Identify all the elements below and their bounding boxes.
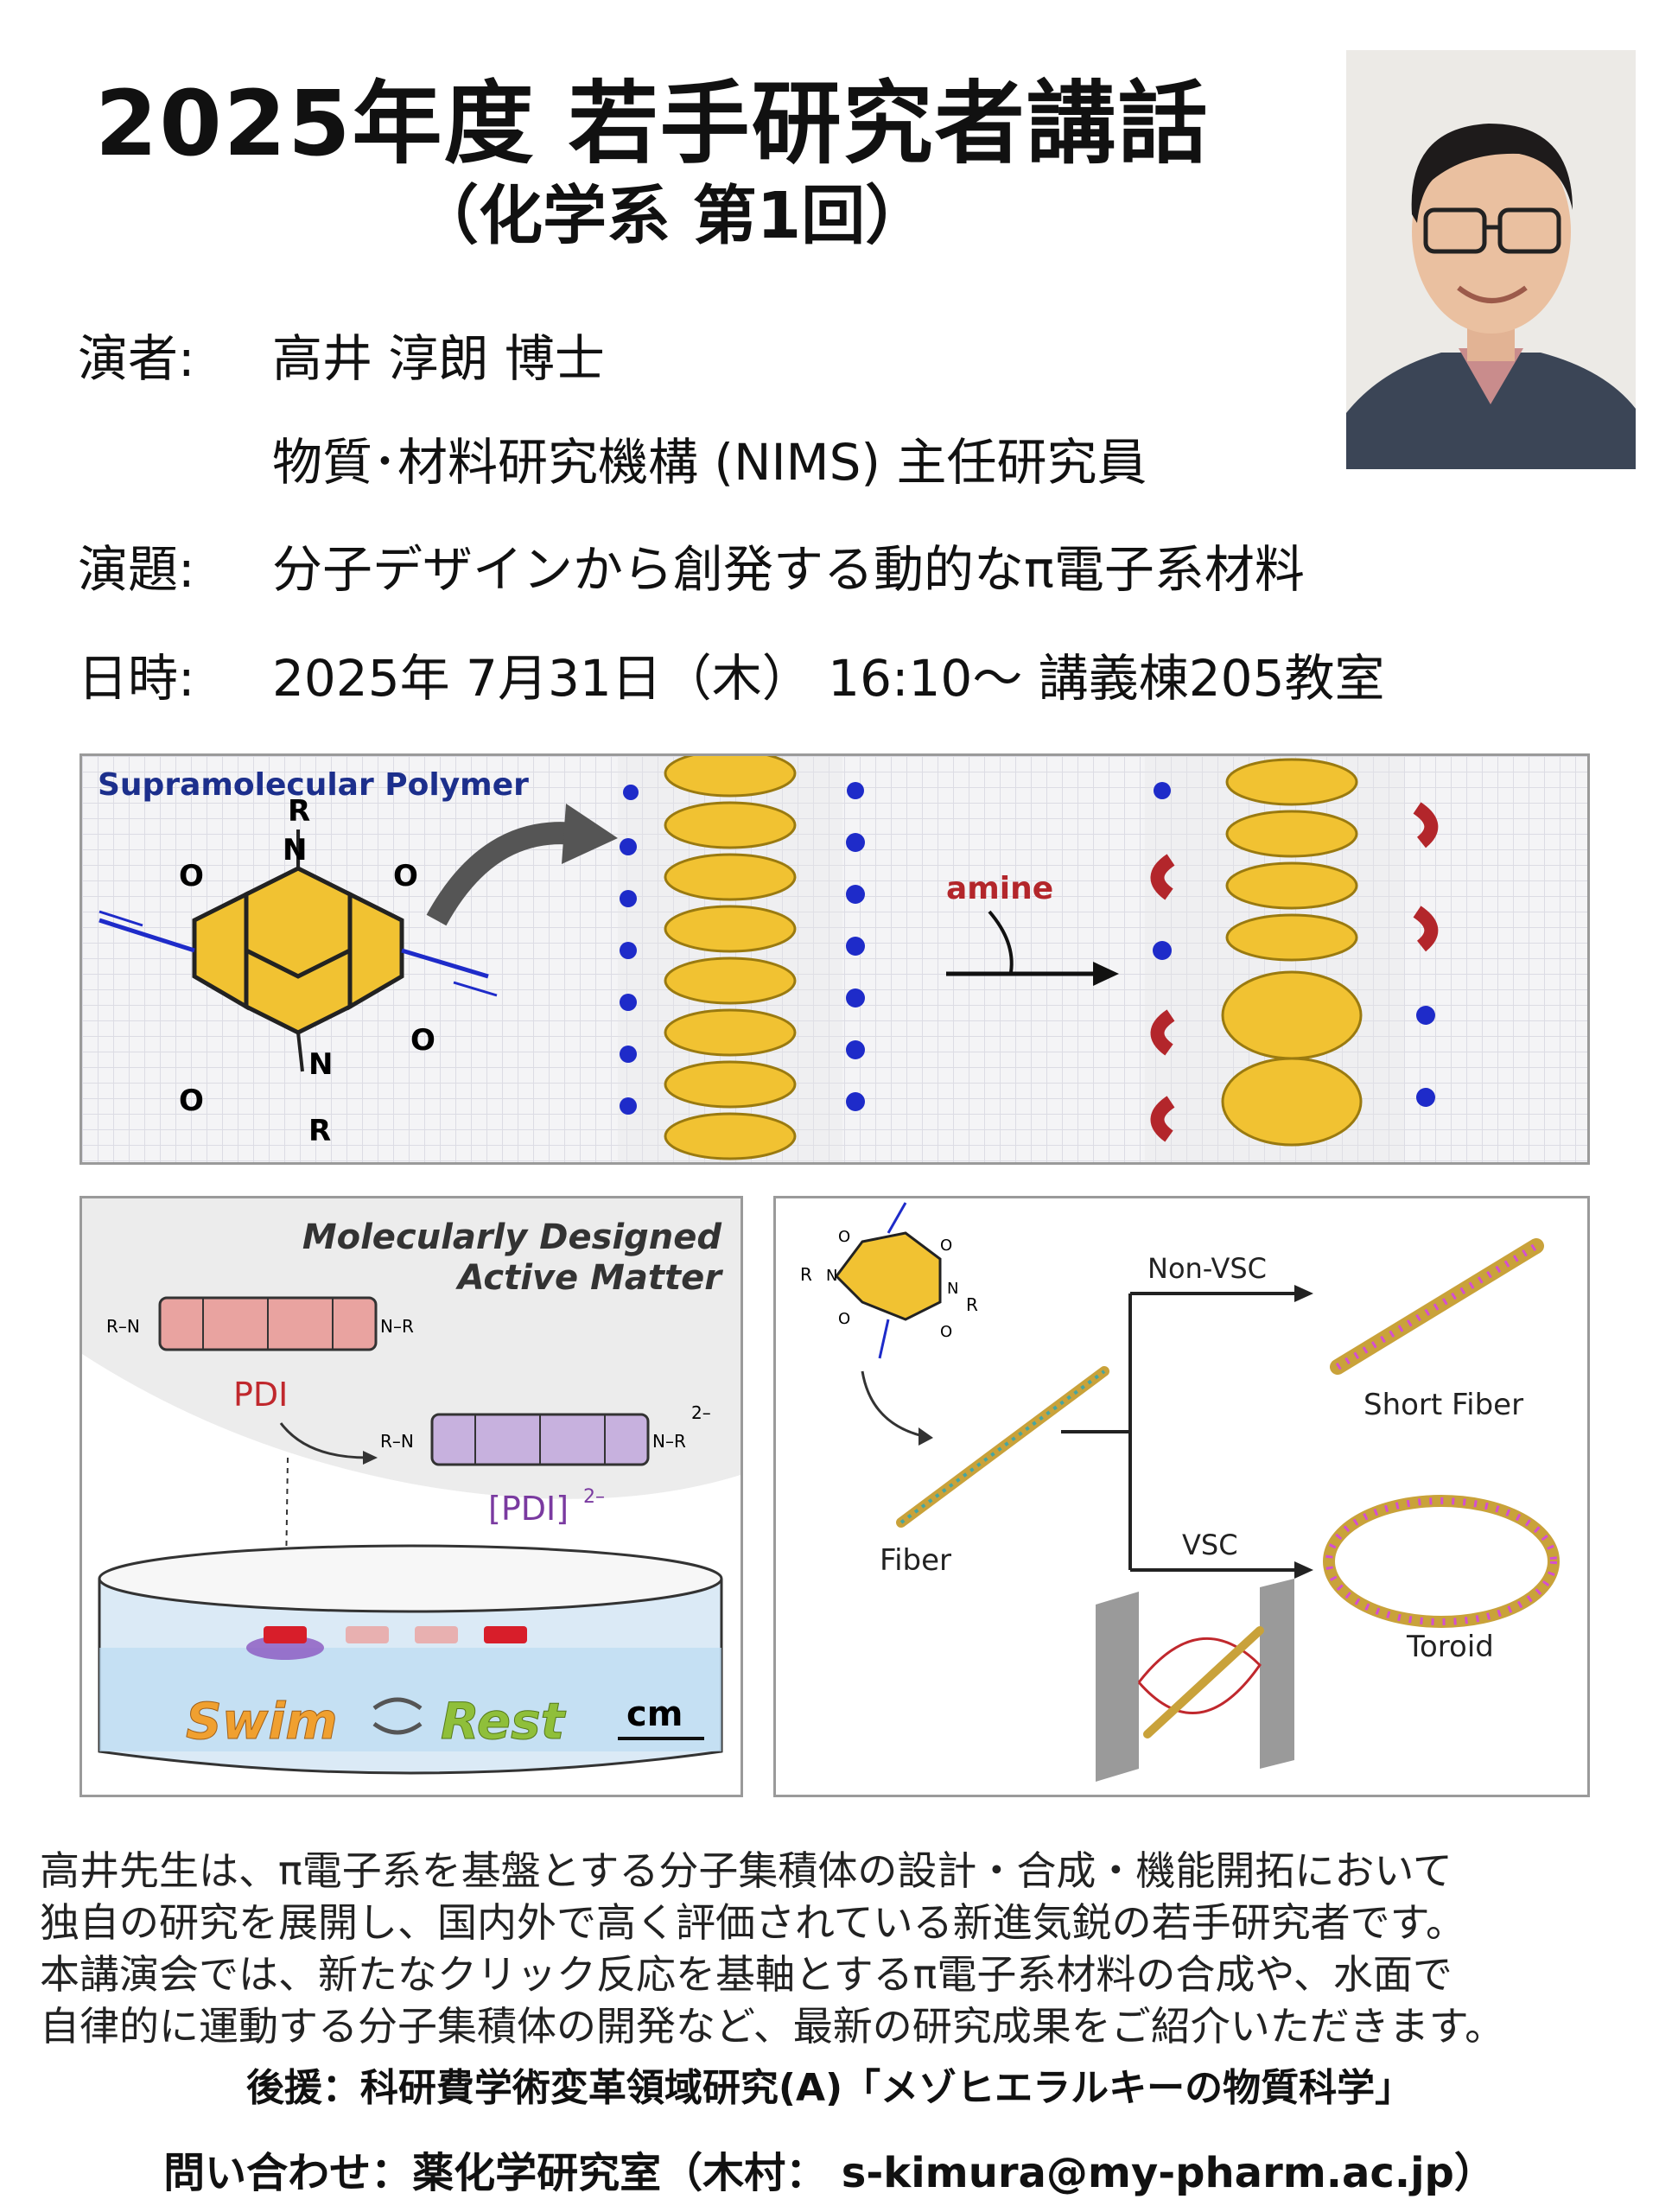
atom-o-3: O: [179, 1084, 204, 1118]
pdi-anion-charge: 2–: [583, 1486, 605, 1508]
reagent-label: amine: [946, 871, 1053, 906]
figure-active-matter: Molecularly Designed Active Matter R–N N…: [79, 1196, 743, 1797]
figure-bl-heading-1: Molecularly Designed: [302, 1217, 722, 1257]
figure-supramolecular-polymer: Supramolecular Polymer R O N O O N O R: [79, 753, 1590, 1165]
schedule-value: 2025年 7月31日（木） 16:10〜 講義棟205教室: [272, 649, 1385, 708]
vsc-cavity: [1096, 1579, 1294, 1782]
atom-n-bottom: N: [308, 1047, 333, 1082]
speaker-row: 演者: 高井 淳朗 博士: [78, 318, 605, 391]
page-title: 2025年度 若手研究者講話: [95, 71, 1210, 176]
ndi-small-molecule: R R O N O O N O: [800, 1202, 978, 1359]
atom-n-top: N: [283, 833, 307, 868]
atom-r-top: R: [288, 794, 310, 829]
affiliation-row: 物質･材料研究機構 (NIMS) 主任研究員: [78, 422, 1147, 494]
talk-label: 演題:: [78, 540, 195, 599]
schedule-row: 日時: 2025年 7月31日（木） 16:10〜 講義棟205教室: [78, 638, 1384, 710]
ndi-n-2: N: [947, 1280, 958, 1298]
rest-label: Rest: [441, 1692, 567, 1751]
pdi-label: PDI: [233, 1376, 288, 1414]
atom-r-bottom: R: [308, 1114, 331, 1148]
polymer-stack-left: [618, 756, 865, 1162]
non-vsc-label: Non-VSC: [1147, 1252, 1267, 1285]
atom-o-2: O: [393, 859, 418, 893]
pdi-right-substituent: N–R: [380, 1316, 414, 1337]
pdi-anion-molecule: R–N N–R 2–: [380, 1402, 711, 1466]
ndi-n-1: N: [826, 1267, 837, 1285]
ndi-o-4: O: [940, 1323, 952, 1341]
pdi-left-substituent: R–N: [106, 1316, 140, 1337]
speaker-label: 演者:: [78, 329, 195, 388]
description-line: 独自の研究を展開し、国内外で高く評価されている新進気鋭の若手研究者です。: [40, 1899, 1466, 1946]
ndi-o-3: O: [940, 1236, 952, 1255]
speaker-photo: [1346, 50, 1636, 469]
figure-top-heading: Supramolecular Polymer: [98, 767, 529, 803]
cycle-icon: [372, 1697, 423, 1735]
pdi-anion-label: [PDI]: [488, 1490, 569, 1528]
speaker-affiliation: 物質･材料研究機構 (NIMS) 主任研究員: [272, 433, 1147, 492]
pdi-molecule: R–N N–R: [106, 1296, 414, 1351]
toroid-label: Toroid: [1406, 1630, 1494, 1664]
ndi-o-2: O: [838, 1310, 850, 1328]
talk-row: 演題: 分子デザインから創発する動的なπ電子系材料: [78, 529, 1305, 601]
contact-line: 問い合わせ：薬化学研究室（木村： s-kimura@my-pharm.ac.jp…: [163, 2149, 1496, 2197]
figure-fiber-toroid: R R O N O O N O Fiber Non-VSC VSC Short …: [773, 1196, 1590, 1797]
atom-o-1: O: [179, 859, 204, 893]
ndi-right-r: R: [966, 1294, 978, 1315]
fiber-label: Fiber: [880, 1543, 951, 1578]
description: 高井先生は、π電子系を基盤とする分子集積体の設計・合成・機能開拓において 独自の…: [40, 1845, 1638, 2052]
anion-left-substituent: R–N: [380, 1431, 414, 1452]
page-subtitle: （化学系 第1回）: [415, 179, 930, 253]
anion-charge: 2–: [691, 1402, 711, 1423]
ndi-left-r: R: [800, 1264, 812, 1285]
polymer-stack-right: [1145, 756, 1439, 1162]
swim-label: Swim: [186, 1692, 338, 1751]
short-fiber-label: Short Fiber: [1363, 1388, 1523, 1422]
assembly-arrow: [426, 822, 576, 926]
description-line: 高井先生は、π電子系を基盤とする分子集積体の設計・合成・機能開拓において: [40, 1847, 1452, 1894]
talk-title: 分子デザインから創発する動的なπ電子系材料: [272, 540, 1305, 599]
anion-right-substituent: N–R: [652, 1431, 686, 1452]
vsc-label: VSC: [1182, 1529, 1238, 1561]
scale-label: cm: [626, 1694, 683, 1734]
schedule-label: 日時:: [78, 649, 195, 708]
atom-o-4: O: [410, 1023, 435, 1058]
support-line: 後援：科研費学術変革領域研究(A)「メゾヒエラルキーの物質科学」: [245, 2066, 1414, 2110]
ndi-o-1: O: [838, 1228, 850, 1246]
speaker-name: 高井 淳朗 博士: [272, 329, 605, 388]
description-line: 自律的に運動する分子集積体の開発など、最新の研究成果をご紹介いただきます。: [40, 2003, 1505, 2050]
fiber-graphic: [896, 1366, 1109, 1528]
figure-bl-heading-2: Active Matter: [455, 1258, 724, 1298]
ndi-molecule: R O N O O N O R: [99, 794, 498, 1148]
description-line: 本講演会では、新たなクリック反応を基軸とするπ電子系材料の合成や、水面で: [40, 1951, 1452, 1998]
